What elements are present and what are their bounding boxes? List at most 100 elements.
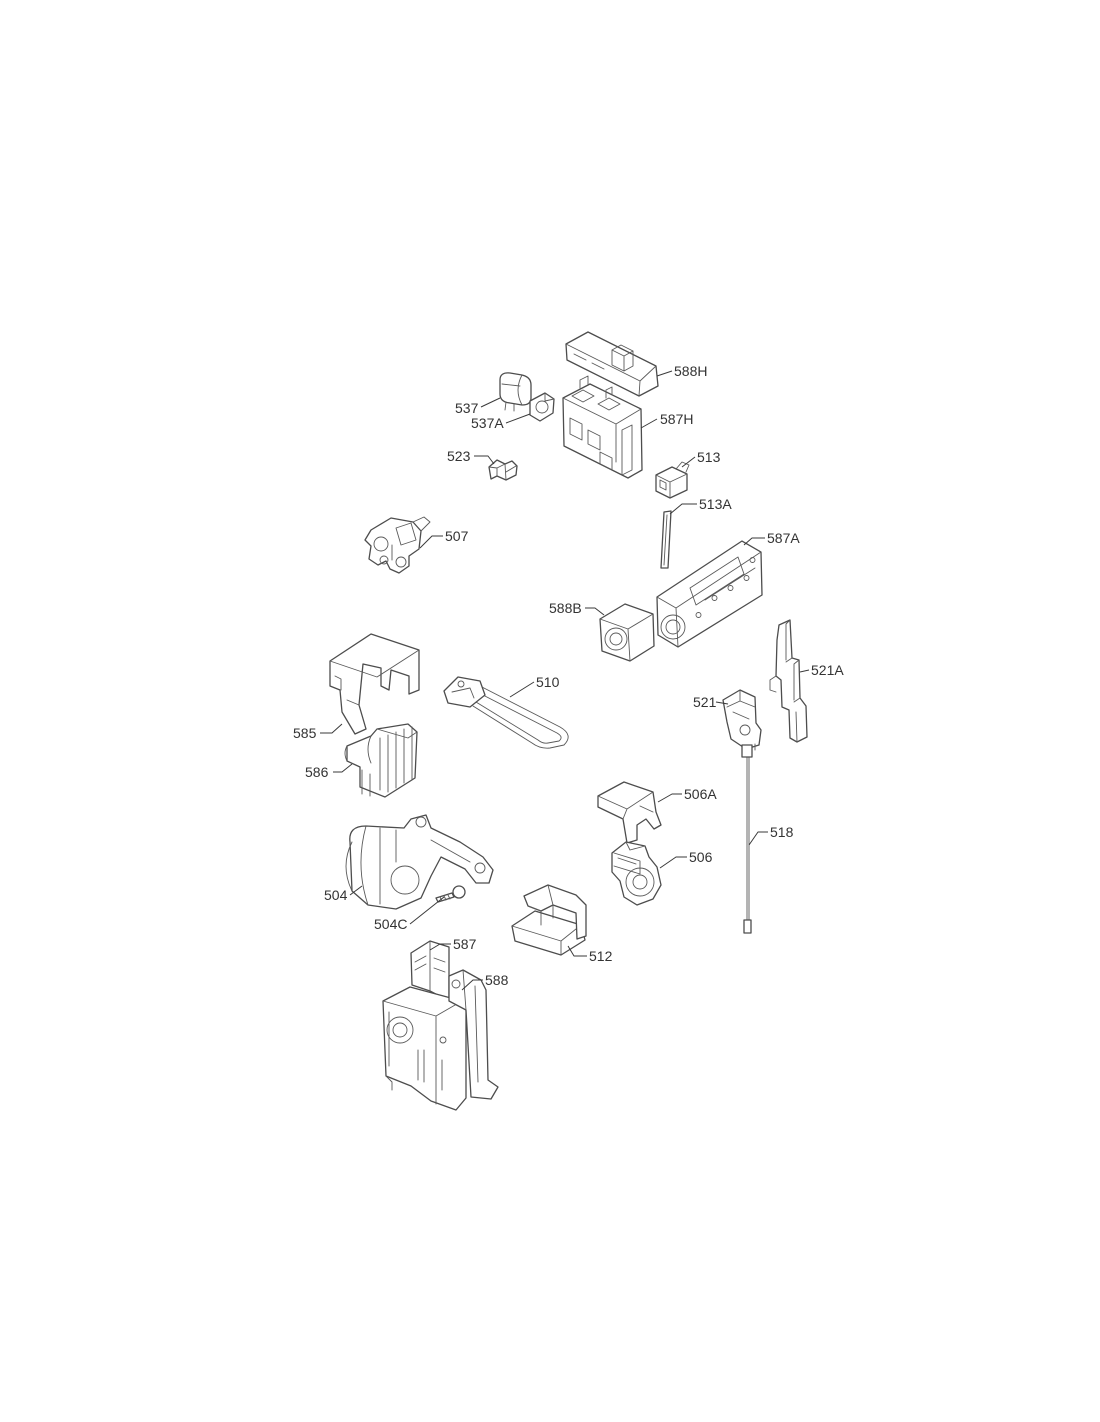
control-board-details bbox=[562, 375, 642, 476]
panel-board-details bbox=[656, 551, 762, 648]
callout-537: 537 bbox=[455, 400, 479, 416]
door-lock-details bbox=[726, 689, 756, 753]
heater-flange-details bbox=[451, 680, 475, 699]
leader-504 bbox=[349, 885, 363, 896]
leader-537 bbox=[480, 397, 501, 408]
heater-tube-inner bbox=[475, 693, 562, 744]
motor-outline bbox=[349, 814, 494, 910]
leader-512 bbox=[567, 945, 587, 957]
leader-585 bbox=[320, 723, 343, 734]
callout-506A: 506A bbox=[684, 786, 717, 802]
door-lock-521 bbox=[722, 689, 762, 753]
callout-507: 507 bbox=[445, 528, 469, 544]
callout-510: 510 bbox=[536, 674, 560, 690]
leader-510 bbox=[509, 681, 535, 698]
pump-details bbox=[613, 841, 655, 897]
valve-details bbox=[373, 516, 431, 568]
inlet-valve-507 bbox=[364, 516, 431, 574]
callout-588H: 588H bbox=[674, 363, 707, 379]
callout-587A: 587A bbox=[767, 530, 800, 546]
capacitor-outline bbox=[499, 372, 532, 406]
leader-513A bbox=[669, 503, 697, 515]
wire-connector-top bbox=[741, 744, 753, 758]
bracket-details bbox=[769, 619, 801, 743]
door-lock-outline bbox=[722, 689, 762, 750]
filter-details bbox=[344, 726, 418, 797]
callout-506: 506 bbox=[689, 849, 713, 865]
callout-518: 518 bbox=[770, 824, 794, 840]
leader-588 bbox=[461, 979, 483, 991]
selector-outline bbox=[599, 603, 655, 662]
callout-523: 523 bbox=[447, 448, 471, 464]
callout-588: 588 bbox=[485, 972, 509, 988]
rod-outline bbox=[660, 510, 672, 569]
filter-cover-details bbox=[329, 649, 420, 706]
switch-outline bbox=[655, 466, 688, 499]
callout-588B: 588B bbox=[549, 600, 582, 616]
module-588 bbox=[382, 969, 499, 1111]
wire-cable bbox=[746, 756, 750, 921]
screw-head bbox=[452, 885, 466, 899]
pump-cover-outline bbox=[597, 781, 662, 844]
connector-details bbox=[488, 463, 517, 481]
switch-513 bbox=[655, 461, 690, 499]
leader-lines bbox=[320, 370, 810, 991]
callout-512: 512 bbox=[589, 948, 613, 964]
module-bracket-details bbox=[451, 969, 479, 1083]
leader-521 bbox=[715, 701, 729, 705]
callout-513: 513 bbox=[697, 449, 721, 465]
connector-outline bbox=[488, 459, 518, 481]
leader-521A bbox=[799, 669, 810, 673]
heater-tube-outer bbox=[472, 685, 569, 749]
leader-587H bbox=[640, 418, 658, 429]
callout-504C: 504C bbox=[374, 916, 407, 932]
module-bracket bbox=[448, 969, 499, 1100]
capacitor-clip-537A bbox=[529, 392, 555, 422]
leader-507 bbox=[419, 535, 443, 549]
callout-521A: 521A bbox=[811, 662, 844, 678]
callout-587: 587 bbox=[453, 936, 477, 952]
pump-cover-details bbox=[597, 791, 654, 820]
leader-537A bbox=[505, 413, 531, 424]
panel-board-outline bbox=[656, 540, 763, 648]
screw-504C bbox=[435, 885, 466, 903]
control-panel-board-587A bbox=[656, 540, 763, 648]
callout-586: 586 bbox=[305, 764, 329, 780]
rod-513A bbox=[660, 510, 672, 569]
leader-506 bbox=[659, 856, 687, 869]
rod-details bbox=[663, 514, 668, 566]
top-cover-588H bbox=[565, 331, 659, 397]
motor-504 bbox=[345, 814, 494, 910]
drain-pump-506 bbox=[611, 841, 662, 906]
filter-cover-585 bbox=[329, 633, 420, 735]
leader-504C bbox=[409, 896, 445, 925]
filter-outline bbox=[346, 723, 418, 798]
leader-588B bbox=[585, 607, 605, 616]
part-512-tray bbox=[511, 910, 586, 956]
leader-523 bbox=[474, 455, 495, 465]
switch-details bbox=[655, 461, 690, 499]
selector-details bbox=[599, 613, 654, 662]
callout-504: 504 bbox=[324, 887, 348, 903]
callout-585: 585 bbox=[293, 725, 317, 741]
leader-587A bbox=[743, 537, 765, 546]
part-512-top-details bbox=[527, 884, 554, 926]
clip-outline bbox=[529, 392, 555, 422]
bracket-outline bbox=[775, 619, 808, 743]
leader-513 bbox=[681, 456, 696, 468]
wire-connector-bottom bbox=[743, 919, 752, 934]
leader-506A bbox=[657, 793, 682, 803]
callout-labels: 588H 537 537A 587H 523 513 513A 507 587A… bbox=[293, 363, 844, 988]
selector-588B bbox=[599, 603, 655, 662]
control-board-587H bbox=[562, 375, 643, 479]
leader-587 bbox=[429, 943, 451, 951]
heater-flange bbox=[443, 676, 486, 708]
part-512-tray-details bbox=[511, 924, 582, 956]
wire-harness-518 bbox=[741, 744, 753, 934]
leader-586 bbox=[333, 763, 353, 773]
pump-cover-506A bbox=[597, 781, 662, 844]
bracket-521A bbox=[769, 619, 808, 743]
capacitor-details bbox=[501, 374, 523, 412]
